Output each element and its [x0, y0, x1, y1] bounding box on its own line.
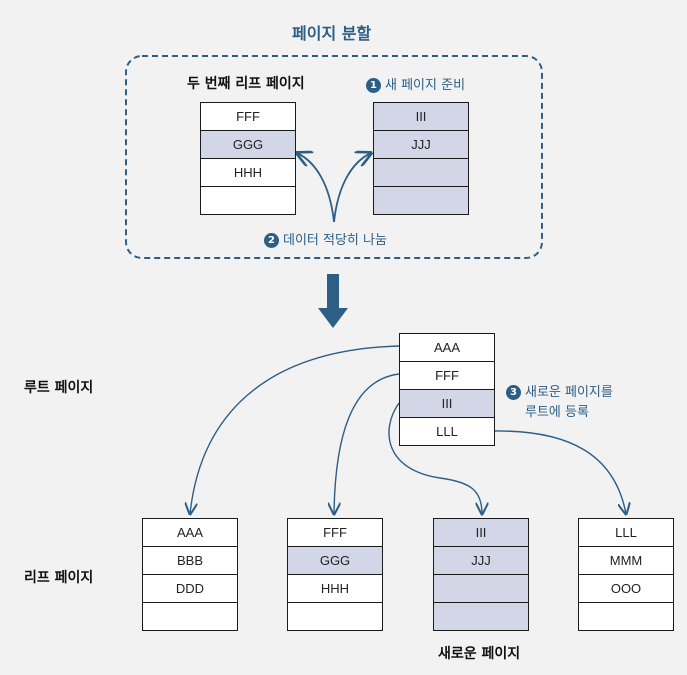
root-page: AAA FFF III LLL: [399, 333, 495, 446]
leaf-page-2: FFF GGG HHH: [287, 518, 383, 631]
page-cell: OOO: [578, 574, 674, 603]
leaf-page-4: LLL MMM OOO: [578, 518, 674, 631]
leaf-page-1: AAA BBB DDD: [142, 518, 238, 631]
page-cell: [287, 602, 383, 631]
distribute-label-text: 데이터 적당히 나눔: [283, 233, 387, 248]
page-cell: [433, 574, 529, 603]
register-label: 3 새로운 페이지를 루트에 등록: [506, 383, 613, 423]
step-1-badge: 1: [366, 78, 381, 93]
root-page-label: 루트 페이지: [24, 380, 94, 396]
page-cell: [433, 602, 529, 631]
page-cell: FFF: [287, 518, 383, 547]
new-page-caption: 새로운 페이지: [438, 646, 521, 662]
split-box-border: [125, 55, 543, 259]
register-label-line2: 루트에 등록: [525, 405, 589, 420]
page-cell: MMM: [578, 546, 674, 575]
step-2-badge: 2: [264, 233, 279, 248]
page-cell: HHH: [200, 158, 296, 187]
page-cell: [373, 158, 469, 187]
root-link-fff: [334, 373, 400, 514]
root-cell: FFF: [399, 361, 495, 390]
leaf-page-3-new: III JJJ: [433, 518, 529, 631]
page-cell: III: [433, 518, 529, 547]
down-arrow-icon: [318, 274, 348, 328]
new-page-label: 1 새 페이지 준비: [366, 74, 465, 93]
page-cell: [373, 186, 469, 215]
split-old-leaf-page: FFF GGG HHH: [200, 102, 296, 215]
page-cell: JJJ: [433, 546, 529, 575]
page-cell: GGG: [287, 546, 383, 575]
page-cell: AAA: [142, 518, 238, 547]
root-link-lll: [493, 430, 626, 514]
step-3-badge: 3: [506, 385, 521, 400]
register-label-line1: 새로운 페이지를: [525, 385, 613, 400]
page-cell: DDD: [142, 574, 238, 603]
page-cell: BBB: [142, 546, 238, 575]
distribute-arrow-left: [297, 153, 335, 223]
distribute-arrow-right: [333, 153, 371, 223]
page-cell: LLL: [578, 518, 674, 547]
page-cell: [578, 602, 674, 631]
split-new-page: III JJJ: [373, 102, 469, 215]
leaf-page-label: 리프 페이지: [24, 570, 94, 586]
root-cell: LLL: [399, 417, 495, 446]
root-cell: III: [399, 389, 495, 418]
root-link-iii: [388, 402, 482, 514]
page-cell: [142, 602, 238, 631]
diagram-title: 페이지 분할: [292, 24, 372, 43]
root-link-aaa: [190, 345, 400, 514]
root-cell: AAA: [399, 333, 495, 362]
old-leaf-label: 두 번째 리프 페이지: [187, 76, 305, 92]
page-cell: FFF: [200, 102, 296, 131]
page-cell: HHH: [287, 574, 383, 603]
page-cell: [200, 186, 296, 215]
distribute-label: 2 데이터 적당히 나눔: [264, 229, 387, 248]
page-cell: GGG: [200, 130, 296, 159]
page-cell: JJJ: [373, 130, 469, 159]
page-cell: III: [373, 102, 469, 131]
new-page-label-text: 새 페이지 준비: [385, 78, 466, 93]
